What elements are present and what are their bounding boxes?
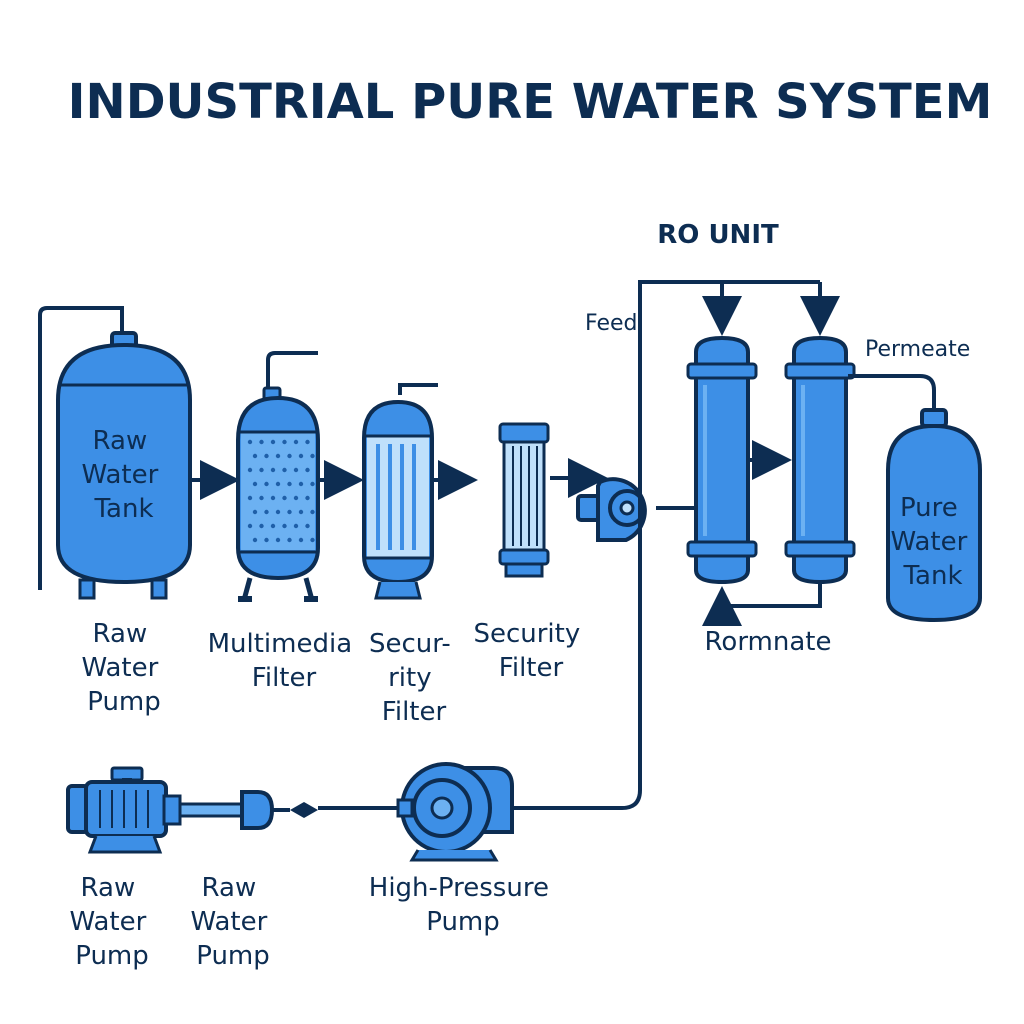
filter-media-dot (287, 537, 292, 543)
raw-water-tank: Raw Water Tank (38, 306, 192, 600)
multimedia-filter (236, 351, 320, 602)
filter-media-dot (305, 467, 310, 473)
filter-media-dot (259, 467, 264, 473)
feed-label: Feed (585, 311, 638, 336)
filter-media-dot (247, 467, 253, 473)
filter-media-dot (298, 453, 304, 459)
pure-water-tank-label: Pure Water Tank (890, 493, 975, 591)
filter-media-dot (310, 537, 315, 543)
filter-media-dot (298, 537, 304, 543)
concentrate-label: Rormnate (705, 627, 832, 657)
filter-media-dot (259, 439, 264, 445)
filter-media-dot (287, 509, 292, 515)
filter-media-dot (270, 439, 276, 445)
filter-media-dots (247, 439, 315, 543)
filter-media-dot (275, 453, 281, 459)
booster-pump (576, 477, 647, 542)
filter-media-dot (293, 467, 299, 473)
filter-media-dot (305, 495, 310, 501)
filter-media-dot (298, 481, 304, 487)
ro-membrane-2 (784, 335, 856, 585)
caption-security-filter-1: Secur- rity Filter (369, 629, 459, 727)
ro-unit-label: RO UNIT (657, 220, 779, 250)
filter-media-dot (282, 495, 287, 501)
filter-media-dot (282, 523, 287, 529)
filter-media-dot (310, 509, 315, 515)
filter-media-dot (275, 537, 281, 543)
caption-high-pressure-pump: High-Pressure Pump (369, 873, 557, 937)
filter-media-dot (252, 481, 258, 487)
filter-media-dot (305, 523, 310, 529)
filter-media-dot (287, 481, 292, 487)
caption-multimedia-filter: Multimedia Filter (208, 629, 361, 693)
filter-media-dot (252, 453, 258, 459)
filter-media-dot (275, 481, 281, 487)
flow-arrow-head (290, 802, 318, 818)
raw-water-pump-motor (66, 766, 290, 854)
filter-media-dot (252, 537, 258, 543)
caption-raw-water-pump-bottom-2: Raw Water Pump (190, 873, 275, 971)
diagram-title: INDUSTRIAL PURE WATER SYSTEM (68, 74, 993, 130)
filter-media-dot (282, 439, 287, 445)
concentrate-pipe (702, 584, 822, 626)
filter-media-dot (264, 481, 269, 487)
pure-water-tank: Pure Water Tank (886, 408, 982, 623)
filter-media-dot (270, 467, 276, 473)
ro-membrane-1 (686, 335, 758, 585)
filter-media-dot (298, 509, 304, 515)
filter-media-dot (264, 537, 269, 543)
filter-media-dot (282, 467, 287, 473)
filter-media-dot (293, 439, 299, 445)
filter-media-dot (259, 523, 264, 529)
high-pressure-pump (396, 762, 514, 862)
filter-media-dot (287, 453, 292, 459)
permeate-pipe (848, 374, 936, 414)
filter-media-dot (293, 495, 299, 501)
filter-media-dot (247, 523, 253, 529)
caption-raw-water-pump-top: Raw Water Pump (81, 619, 166, 717)
filter-media-dot (275, 509, 281, 515)
filter-media-dot (252, 509, 258, 515)
permeate-label: Permeate (865, 337, 970, 362)
filter-media-dot (270, 523, 276, 529)
filter-media-dot (264, 453, 269, 459)
filter-media-dot (264, 509, 269, 515)
filter-media-dot (270, 495, 276, 501)
filter-media-dot (247, 495, 253, 501)
filter-media-dot (305, 439, 310, 445)
raw-water-tank-label: Raw Water Tank (81, 426, 166, 524)
filter-media-dot (310, 453, 315, 459)
filter-media-dot (293, 523, 299, 529)
filter-media-dot (310, 481, 315, 487)
caption-security-filter-2: Security Filter (473, 619, 588, 683)
caption-raw-water-pump-bottom-1: Raw Water Pump (69, 873, 154, 971)
security-filter-vessel (362, 383, 438, 600)
feed-pipe (512, 280, 820, 810)
filter-media-dot (247, 439, 253, 445)
security-filter-cartridge (498, 422, 550, 578)
filter-media-dot (259, 495, 264, 501)
